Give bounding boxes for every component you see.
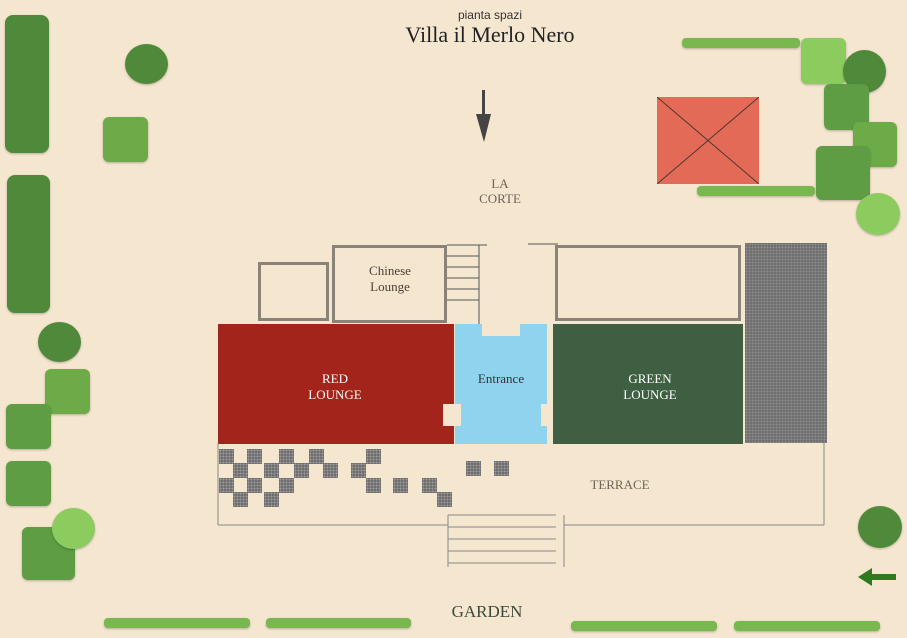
stepping-stone [309,449,324,464]
stepping-stone [247,478,262,493]
bush-tree [52,508,95,549]
entrance-label: Entrance [477,371,525,386]
hedge-bottom [104,618,250,628]
stepping-stone [279,478,294,493]
stepping-stone [366,449,381,464]
chinese-lounge-room[interactable] [332,245,447,323]
stepping-stone [233,492,248,507]
stepping-stone [264,463,279,478]
stepping-stone [219,478,234,493]
stepping-stone [466,461,481,476]
hedge-bottom [571,621,717,631]
bush-tree [858,506,902,548]
stepping-stone [247,449,262,464]
arrow-left-icon[interactable] [858,566,898,588]
red-lounge-label: RED LOUNGE [308,371,362,402]
stepping-stone [422,478,437,493]
stairs-courtyard [447,244,487,324]
gravel-strip [745,243,827,443]
square-shrub [45,369,90,414]
green-lounge-label: GREEN LOUNGE [623,371,677,402]
entrance-notch-top [482,324,520,336]
plan-subtitle: pianta spazi [457,8,523,22]
wall-line [528,243,558,245]
stepping-stone [219,449,234,464]
bush-tree [38,322,81,362]
bush-tree [856,193,900,235]
hedge-left-middle [7,175,50,313]
red-lounge-room[interactable] [218,324,454,444]
stepping-stone [437,492,452,507]
hedge-bottom [734,621,880,631]
stepping-stone [264,492,279,507]
square-shrub [6,461,51,506]
stepping-stone [366,478,381,493]
hedge-left-top [5,15,49,153]
stepping-stone [351,463,366,478]
cross-mark-icon [657,97,759,184]
square-shrub [816,146,870,200]
hedge-bottom [266,618,411,628]
green-lounge-room[interactable] [553,324,743,444]
upper-right-room[interactable] [555,245,741,321]
terrace-outline [217,443,825,567]
stepping-stone [294,463,309,478]
arrow-down-icon [476,90,491,142]
entrance-room[interactable] [455,324,547,444]
chinese-lounge-label: Chinese Lounge [369,263,411,294]
pool-area[interactable] [657,97,759,184]
bush-tree [125,44,168,84]
square-shrub [103,117,148,162]
stepping-stone [494,461,509,476]
hedge-top-right [682,38,800,48]
plan-title: Villa il Merlo Nero [405,22,575,47]
square-shrub [6,404,51,449]
stepping-stone [323,463,338,478]
square-shrub [801,38,846,84]
entrance-notch-left [443,404,461,426]
garden-label: GARDEN [451,602,523,621]
terrace-label: TERRACE [590,477,650,492]
hedge-pool-bottom [697,186,815,196]
storage-room[interactable] [258,262,329,321]
stepping-stone [393,478,408,493]
stepping-stone [233,463,248,478]
stepping-stone [279,449,294,464]
courtyard-label: LA CORTE [479,176,521,206]
